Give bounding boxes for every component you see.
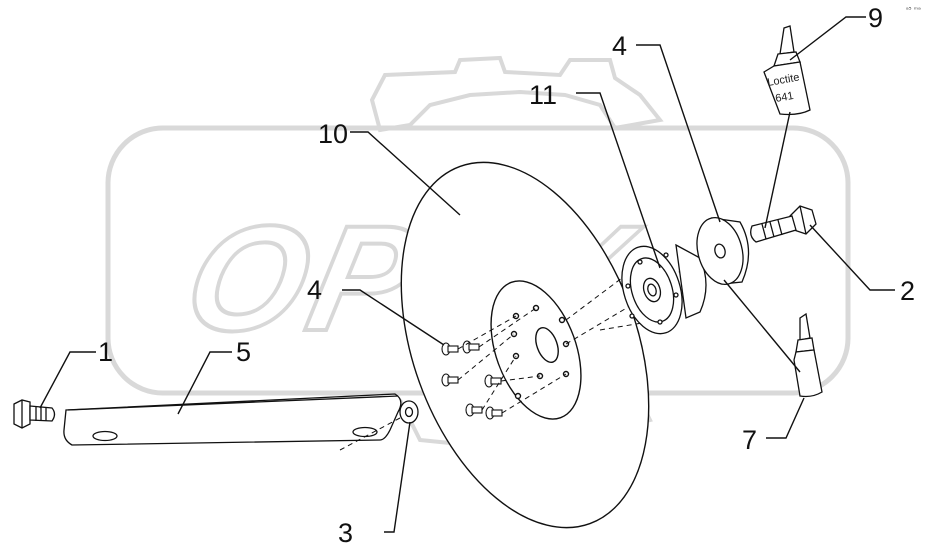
callout-4-upper: 4 bbox=[612, 31, 627, 61]
part-1-bolt bbox=[13, 399, 56, 429]
callout-numbers: 1 5 3 4 10 11 4 9 2 7 bbox=[98, 3, 915, 548]
corner-mark: ᵃ⁵ ᵐᵃ bbox=[906, 6, 921, 14]
callout-2: 2 bbox=[900, 276, 915, 306]
tube-code-label: 641 bbox=[774, 90, 794, 105]
callout-9: 9 bbox=[868, 3, 883, 33]
callout-7: 7 bbox=[742, 425, 757, 455]
leader-lines bbox=[39, 16, 895, 533]
callout-1: 1 bbox=[98, 337, 113, 367]
callout-11: 11 bbox=[529, 80, 557, 110]
part-2-bolt bbox=[750, 205, 817, 243]
callout-5: 5 bbox=[236, 337, 251, 367]
part-7-bottle bbox=[793, 312, 823, 398]
screw bbox=[485, 406, 503, 420]
callout-4-lower: 4 bbox=[307, 275, 322, 305]
tube-brand-label: Loctite bbox=[766, 72, 800, 89]
part-5-bar bbox=[63, 393, 402, 446]
callout-10: 10 bbox=[318, 119, 348, 149]
part-10-disc bbox=[400, 161, 650, 529]
callout-3: 3 bbox=[338, 518, 353, 548]
part-4-cap-washer bbox=[696, 217, 750, 285]
part-9-loctite-tube: Loctite 641 bbox=[763, 25, 811, 116]
screw bbox=[462, 340, 480, 354]
part-3-washer bbox=[399, 400, 419, 424]
watermark-gear bbox=[369, 55, 664, 133]
part-11-hub bbox=[621, 243, 707, 335]
screw bbox=[465, 403, 483, 417]
